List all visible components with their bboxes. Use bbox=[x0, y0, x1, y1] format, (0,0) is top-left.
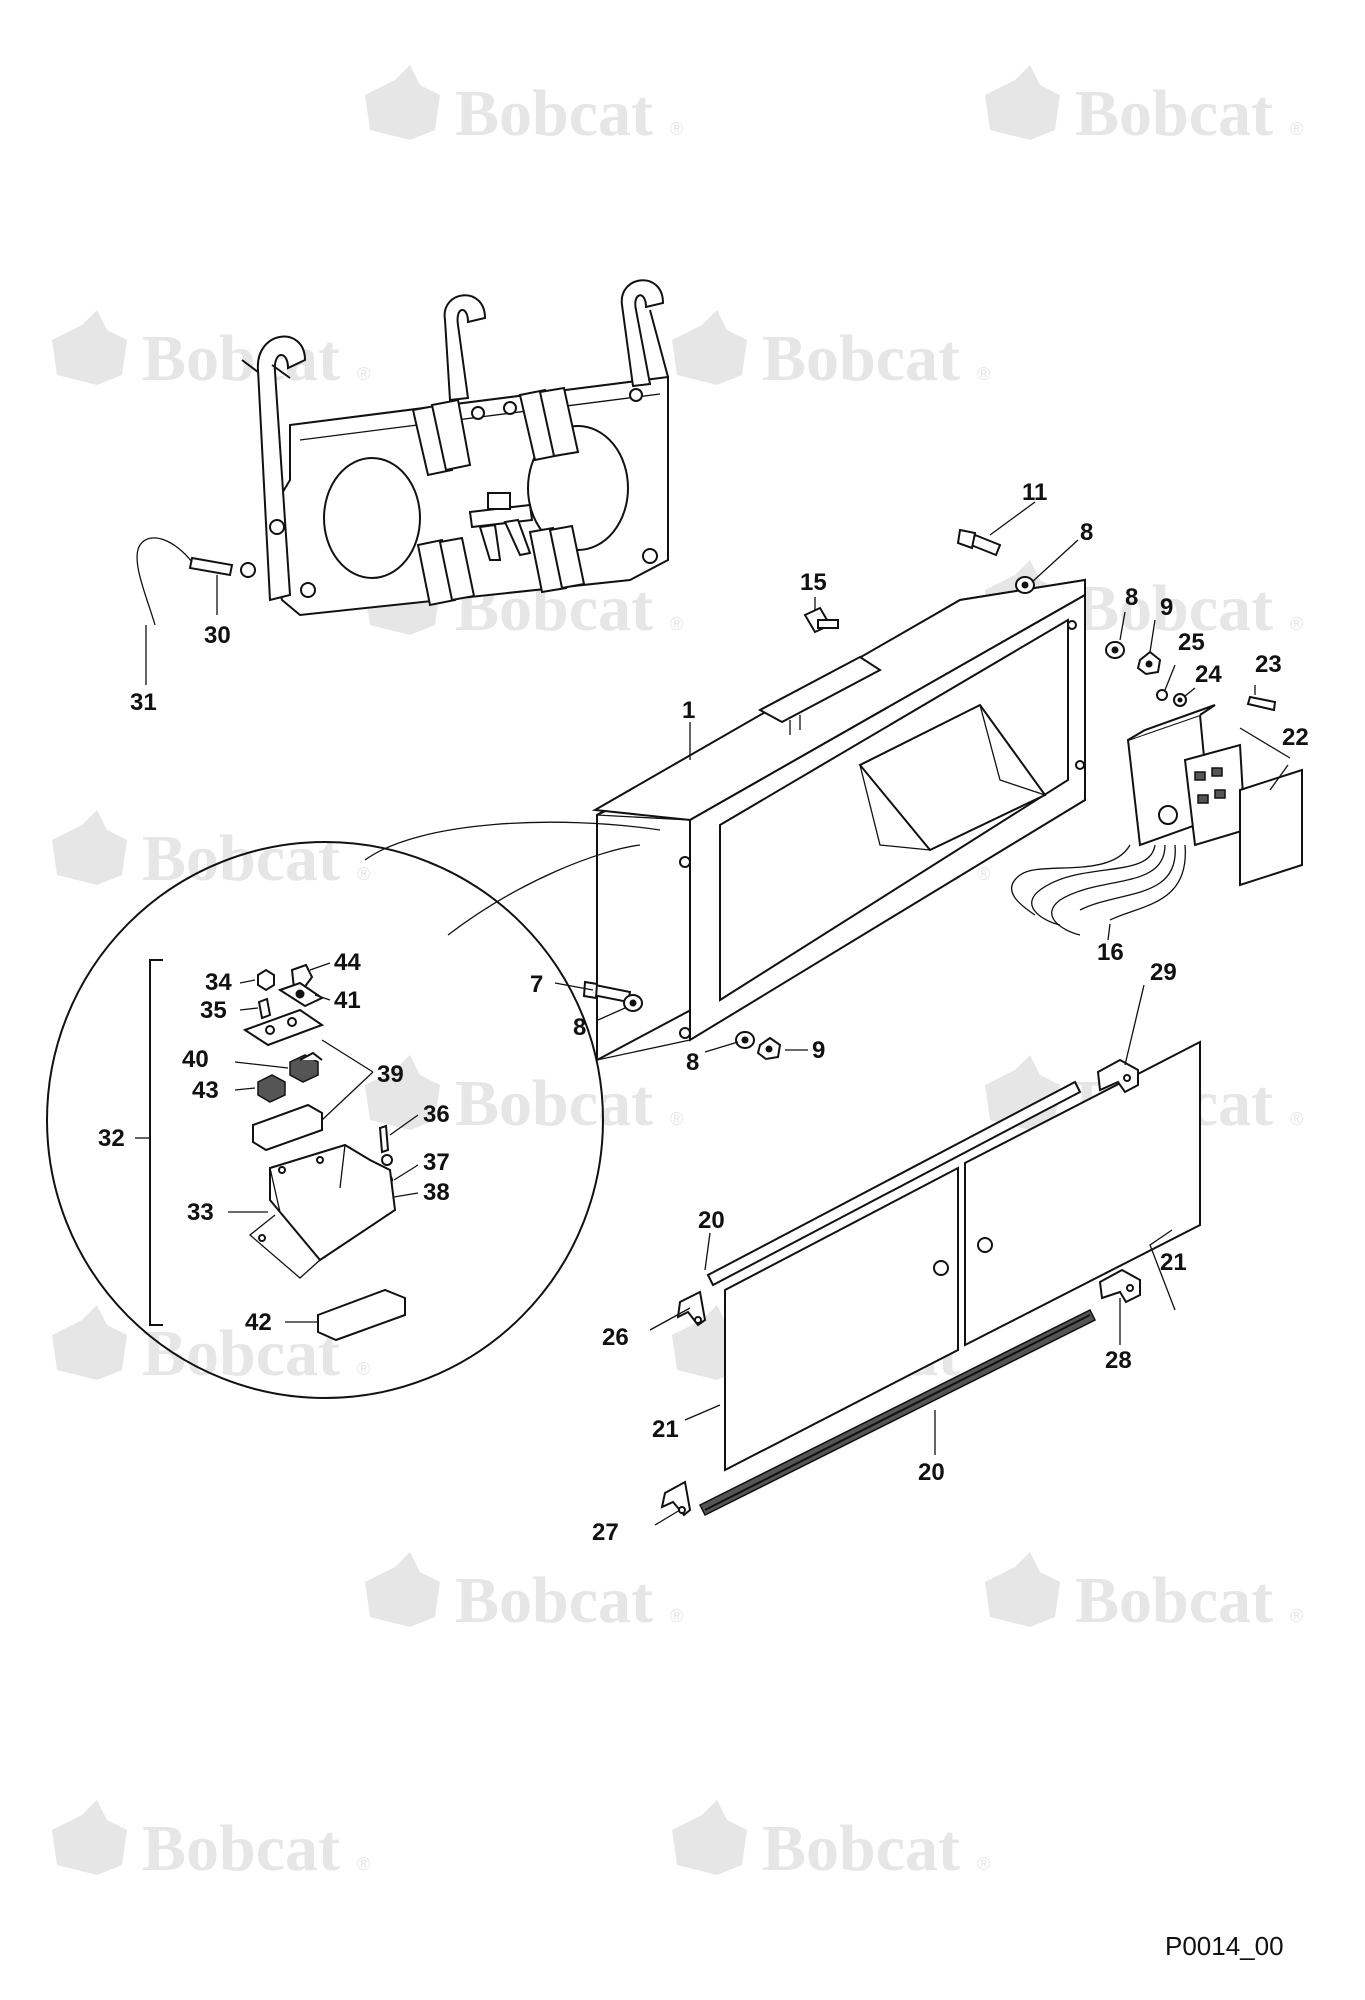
leader-lines bbox=[135, 501, 1291, 1526]
bobcat-logo-icon bbox=[52, 1800, 127, 1875]
callout-8: 8 bbox=[573, 1014, 586, 1041]
bobcat-logo-icon bbox=[365, 65, 440, 140]
bobcat-watermark: Bobcat ® bbox=[365, 65, 683, 150]
callout-42: 42 bbox=[245, 1309, 272, 1336]
watermark-text: Bobcat bbox=[1075, 1564, 1273, 1637]
callout-32: 32 bbox=[98, 1125, 125, 1152]
watermark-registered-mark: ® bbox=[670, 1109, 683, 1129]
callout-8: 8 bbox=[1125, 584, 1138, 611]
watermark-text: Bobcat bbox=[455, 77, 653, 150]
callout-26: 26 bbox=[602, 1324, 629, 1351]
callout-34: 34 bbox=[205, 969, 232, 996]
watermark-text: Bobcat bbox=[1075, 572, 1273, 645]
callout-21: 21 bbox=[1160, 1249, 1187, 1276]
watermark-registered-mark: ® bbox=[1290, 1606, 1303, 1626]
callout-40: 40 bbox=[182, 1046, 209, 1073]
bobcat-watermark: Bobcat ® bbox=[52, 1800, 370, 1885]
callout-8: 8 bbox=[1080, 519, 1093, 546]
callout-11: 11 bbox=[1022, 479, 1047, 506]
watermark-registered-mark: ® bbox=[977, 1854, 990, 1874]
callout-30: 30 bbox=[204, 622, 231, 649]
callout-20: 20 bbox=[918, 1459, 945, 1486]
bobcat-watermark: Bobcat ® bbox=[52, 310, 370, 395]
bobcat-watermark: Bobcat ® bbox=[365, 1552, 683, 1637]
bobcat-logo-icon bbox=[365, 1552, 440, 1627]
callout-28: 28 bbox=[1105, 1347, 1132, 1374]
watermark-text: Bobcat bbox=[762, 1812, 960, 1885]
callout-33: 33 bbox=[187, 1199, 214, 1226]
callout-23: 23 bbox=[1255, 651, 1282, 678]
main-housing bbox=[591, 578, 1086, 1062]
callout-9: 9 bbox=[1160, 594, 1173, 621]
watermark-text: Bobcat bbox=[142, 1812, 340, 1885]
callout-36: 36 bbox=[423, 1101, 450, 1128]
callout-1: 1 bbox=[682, 697, 695, 724]
callout-22: 22 bbox=[1282, 724, 1309, 751]
callout-35: 35 bbox=[200, 997, 227, 1024]
watermark-text: Bobcat bbox=[762, 322, 960, 395]
callout-31: 31 bbox=[130, 689, 157, 716]
callout-labels: 11 8 15 8 9 25 24 23 22 16 1 7 8 8 9 29 … bbox=[98, 479, 1309, 1546]
watermark-registered-mark: ® bbox=[357, 1854, 370, 1874]
watermark-registered-mark: ® bbox=[357, 1359, 370, 1379]
watermark-registered-mark: ® bbox=[670, 1606, 683, 1626]
watermark-text: Bobcat bbox=[1075, 77, 1273, 150]
watermark-registered-mark: ® bbox=[670, 614, 683, 634]
callout-16: 16 bbox=[1097, 939, 1124, 966]
watermark-text: Bobcat bbox=[455, 1564, 653, 1637]
watermark-registered-mark: ® bbox=[357, 864, 370, 884]
mounting-frame bbox=[136, 279, 669, 626]
callout-38: 38 bbox=[423, 1179, 450, 1206]
watermark-text: Bobcat bbox=[142, 1317, 340, 1390]
bobcat-logo-icon bbox=[985, 65, 1060, 140]
bobcat-logo-icon bbox=[672, 310, 747, 385]
callout-25: 25 bbox=[1178, 629, 1205, 656]
callout-15: 15 bbox=[800, 569, 827, 596]
bobcat-logo-icon bbox=[365, 1055, 440, 1130]
watermark-registered-mark: ® bbox=[977, 364, 990, 384]
bobcat-watermark: Bobcat ® bbox=[985, 1552, 1303, 1637]
watermark-registered-mark: ® bbox=[1290, 119, 1303, 139]
bobcat-logo-icon bbox=[672, 1800, 747, 1875]
callout-7: 7 bbox=[530, 971, 543, 998]
watermark-registered-mark: ® bbox=[1290, 614, 1303, 634]
callout-39: 39 bbox=[377, 1061, 404, 1088]
bobcat-logo-icon bbox=[52, 310, 127, 385]
callout-24: 24 bbox=[1195, 661, 1222, 688]
control-box bbox=[1011, 704, 1303, 936]
callout-8: 8 bbox=[686, 1049, 699, 1076]
figure-code: P0014_00 bbox=[1165, 1931, 1284, 1961]
callout-37: 37 bbox=[423, 1149, 450, 1176]
bobcat-logo-icon bbox=[985, 1552, 1060, 1627]
watermark-registered-mark: ® bbox=[670, 119, 683, 139]
door-assembly bbox=[660, 1040, 1201, 1517]
watermark-text: Bobcat bbox=[142, 822, 340, 895]
callout-20: 20 bbox=[698, 1207, 725, 1234]
bobcat-watermark: Bobcat ® bbox=[365, 1055, 683, 1140]
watermark-registered-mark: ® bbox=[357, 364, 370, 384]
bobcat-logo-icon bbox=[52, 810, 127, 885]
callout-44: 44 bbox=[334, 949, 361, 976]
watermark-registered-mark: ® bbox=[977, 864, 990, 884]
bobcat-watermark: Bobcat ® bbox=[985, 65, 1303, 150]
callout-27: 27 bbox=[592, 1519, 619, 1546]
bobcat-watermark: Bobcat ® bbox=[52, 810, 370, 895]
bobcat-watermark: Bobcat ® bbox=[672, 1800, 990, 1885]
detail-bubble bbox=[46, 821, 661, 1399]
bobcat-logo-icon bbox=[52, 1305, 127, 1380]
callout-21: 21 bbox=[652, 1416, 679, 1443]
callout-43: 43 bbox=[192, 1077, 219, 1104]
watermark-text: Bobcat bbox=[142, 322, 340, 395]
watermark-text: Bobcat bbox=[455, 1067, 653, 1140]
watermark-registered-mark: ® bbox=[1290, 1109, 1303, 1129]
callout-29: 29 bbox=[1150, 959, 1177, 986]
callout-9: 9 bbox=[812, 1037, 825, 1064]
bobcat-watermark: Bobcat ® bbox=[672, 310, 990, 395]
callout-41: 41 bbox=[334, 987, 361, 1014]
